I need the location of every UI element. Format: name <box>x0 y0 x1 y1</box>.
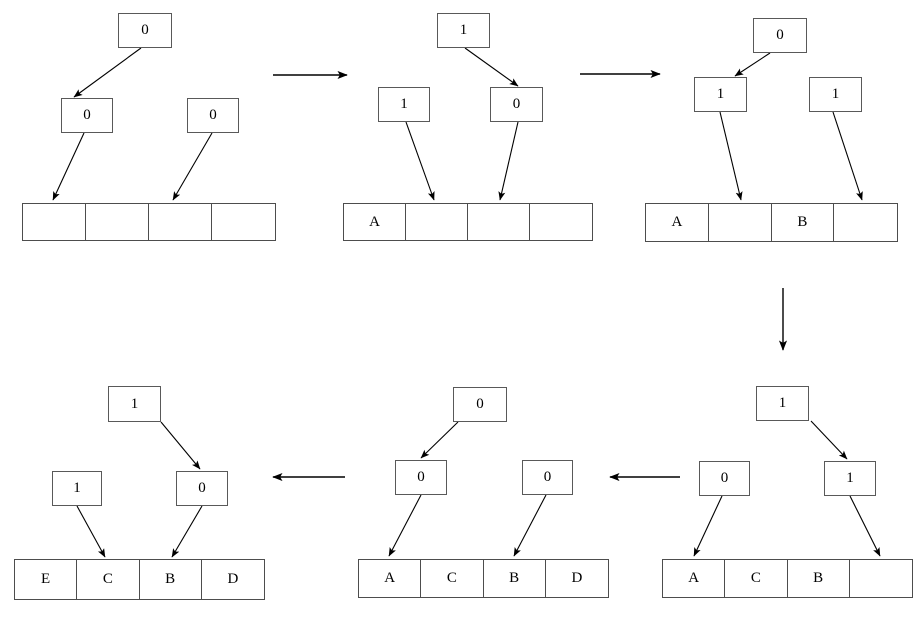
array-cell: C <box>421 560 484 597</box>
edge-right-to-cell4 <box>832 111 863 201</box>
array-cell: B <box>771 204 835 241</box>
array-cell: C <box>77 560 140 599</box>
left-node: 1 <box>378 87 430 122</box>
node-label: 0 <box>476 396 484 412</box>
array-cell-value: C <box>102 571 113 587</box>
array-cell <box>212 204 275 240</box>
array-cell: B <box>787 560 850 597</box>
root-node: 0 <box>753 18 807 53</box>
array-cell-value: A <box>369 213 380 230</box>
array-step-2: A <box>343 203 593 241</box>
array-cell-value: B <box>813 570 824 586</box>
array-cell-value: A <box>688 570 700 586</box>
right-child-node: 0 <box>490 87 543 122</box>
array-step-1 <box>22 203 276 241</box>
edge-left-to-cell2 <box>76 505 106 558</box>
right-node: 1 <box>809 77 862 112</box>
root-node: 1 <box>756 386 809 421</box>
node-label: 1 <box>400 96 408 112</box>
node-label: 1 <box>73 480 81 496</box>
node-label: 0 <box>417 469 425 485</box>
array-cell: A <box>646 204 709 241</box>
array-cell-value: B <box>165 571 176 587</box>
array-cell <box>406 204 468 240</box>
edge-root-to-left <box>420 421 459 459</box>
root-node: 1 <box>108 386 161 422</box>
array-cell <box>834 204 897 241</box>
node-label: 0 <box>198 480 206 496</box>
edge-right-to-cell3 <box>513 494 547 557</box>
node-label: 1 <box>716 86 725 102</box>
array-cell-value: C <box>446 570 457 586</box>
edge-right-to-cell4 <box>849 495 881 557</box>
array-cell-value: A <box>671 214 683 230</box>
edge-root-to-left <box>734 52 771 77</box>
root-node: 0 <box>453 387 507 422</box>
array-cell-value: D <box>227 571 239 587</box>
array-cell <box>530 204 592 240</box>
array-cell-value: B <box>509 570 520 586</box>
edge-root-to-right <box>464 47 519 87</box>
left-child-node: 1 <box>694 77 747 112</box>
array-cell <box>468 204 530 240</box>
right-child-node: 0 <box>176 471 228 506</box>
array-cell: A <box>663 560 726 597</box>
node-label: 0 <box>512 96 521 112</box>
node-label: 1 <box>778 395 787 411</box>
left-node: 0 <box>699 461 750 496</box>
edge-left-to-cell2 <box>405 121 435 201</box>
node-label: 1 <box>130 395 139 412</box>
node-label: 0 <box>83 107 91 123</box>
edge-left-to-cell2 <box>719 111 743 201</box>
array-cell-value: E <box>41 571 51 587</box>
node-label: 0 <box>209 107 217 123</box>
edge-right-to-cell3 <box>172 132 213 201</box>
array-cell: D <box>201 560 264 599</box>
edge-right-to-cell3 <box>171 505 203 558</box>
node-label: 1 <box>831 86 840 102</box>
edge-right-to-cell3 <box>498 121 519 201</box>
array-cell-value: A <box>384 570 396 586</box>
edge-left-to-cell1 <box>693 495 723 557</box>
array-cell <box>849 560 912 597</box>
array-cell-value: B <box>797 214 808 230</box>
array-cell: B <box>483 560 546 597</box>
edge-root-to-left <box>73 47 142 98</box>
array-cell: B <box>139 560 202 599</box>
left-child-node: 0 <box>395 460 447 495</box>
array-cell-value: D <box>571 570 583 586</box>
node-label: 0 <box>776 27 784 43</box>
array-cell: A <box>359 560 422 597</box>
node-label: 1 <box>846 470 854 486</box>
left-node: 1 <box>52 471 102 506</box>
right-node: 0 <box>522 460 573 495</box>
array-cell: A <box>344 204 406 240</box>
right-child-node: 1 <box>824 461 876 496</box>
root-node: 0 <box>118 13 172 48</box>
edge-root-to-right <box>160 421 201 470</box>
node-label: 0 <box>141 22 149 38</box>
array-cell: C <box>725 560 788 597</box>
left-child-node: 0 <box>61 98 113 133</box>
node-label: 1 <box>459 22 468 38</box>
edge-root-to-right <box>810 420 848 460</box>
array-cell-value: C <box>750 570 761 586</box>
edge-left-to-cell1 <box>52 132 85 201</box>
array-cell <box>23 204 86 240</box>
array-cell <box>708 204 772 241</box>
edge-left-to-cell1 <box>388 494 422 557</box>
node-label: 0 <box>720 470 729 486</box>
node-label: 0 <box>543 469 552 485</box>
right-node: 0 <box>187 98 239 133</box>
array-cell <box>86 204 149 240</box>
array-cell: E <box>15 560 78 599</box>
array-cell: D <box>545 560 608 597</box>
root-node: 1 <box>437 13 490 48</box>
array-cell <box>149 204 212 240</box>
